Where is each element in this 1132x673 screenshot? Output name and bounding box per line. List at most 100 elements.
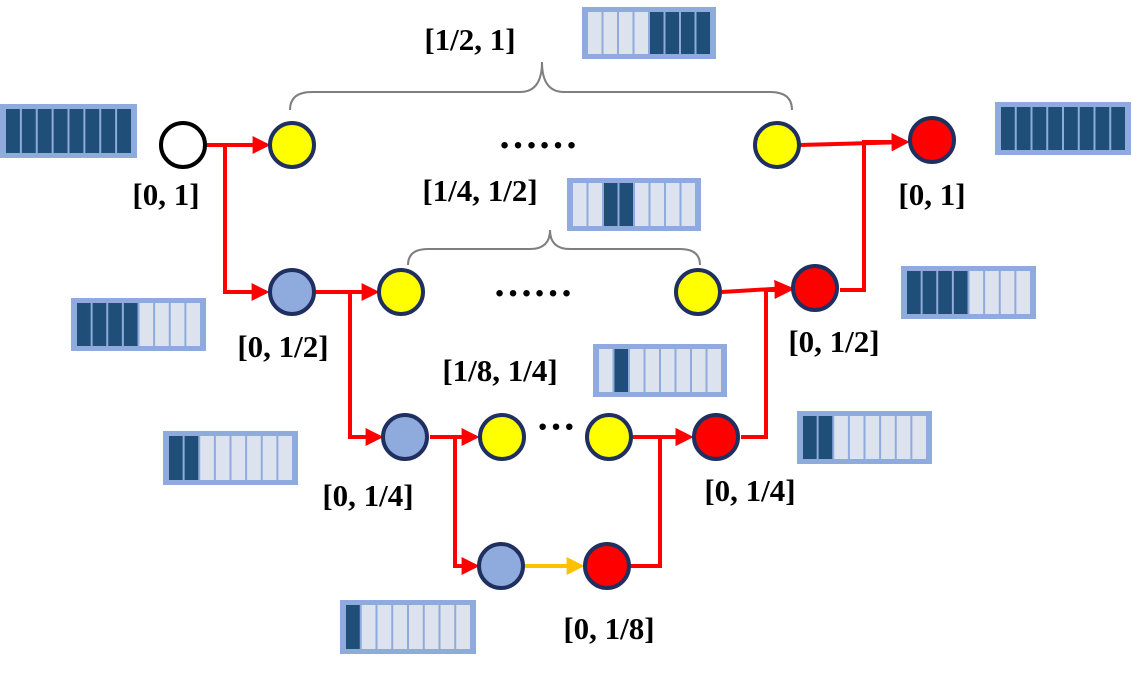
bar-cell-empty (200, 436, 214, 480)
bar-cell-filled (604, 183, 618, 226)
bar-frame (901, 266, 1036, 319)
bar-frame (797, 411, 932, 464)
bar-cell-filled (346, 605, 360, 649)
bar-cell-filled (818, 416, 833, 459)
bar-cell-filled (6, 109, 20, 153)
bar-cell-filled (650, 12, 664, 54)
bar-cell-empty (969, 271, 984, 314)
memory-bar-l2-left (71, 298, 206, 351)
l3-yellow-left-node (478, 413, 526, 461)
bar-cell-filled (1032, 107, 1047, 150)
bar-cell-empty (1000, 271, 1015, 314)
bar-cell-filled (1064, 107, 1078, 150)
bar-cell-filled (922, 271, 937, 314)
bar-cell-empty (692, 349, 706, 392)
memory-bar-l2-right (901, 266, 1036, 319)
memory-bar-l3-right (797, 411, 932, 464)
bar-cell-empty (707, 349, 721, 392)
label-bottom: [0, 1/8] (563, 611, 654, 646)
bar-frame (567, 178, 701, 231)
bar-frame (340, 600, 476, 654)
red-edges (206, 133, 910, 575)
bar-cell-empty (635, 183, 649, 226)
bar-cell-empty (619, 12, 633, 54)
nodes (159, 116, 956, 590)
bar-cell-filled (938, 271, 952, 314)
bar-cell-empty (155, 303, 169, 346)
bar-cell-filled (53, 109, 68, 153)
bar-cell-empty (278, 436, 292, 480)
bar-cell-filled (37, 109, 52, 153)
bar-cell-filled (665, 12, 679, 54)
bar-cell-empty (409, 605, 423, 649)
bar-cell-empty (424, 605, 439, 649)
bar-cell-filled (619, 183, 633, 226)
label-end: [0, 1] (898, 177, 965, 212)
bar-cell-empty (834, 416, 848, 459)
bar-cell-empty (849, 416, 864, 459)
top-yellow-left-node (268, 121, 316, 169)
bar-cell-filled (101, 109, 116, 153)
bar-cell-filled (92, 303, 107, 346)
memory-bar-mid-range (567, 178, 701, 231)
edge-l2-right-up (840, 133, 910, 292)
label-top-range: [1/2, 1] (424, 22, 515, 57)
bar-cell-empty (985, 271, 999, 314)
edge-l2-yellow-red (721, 279, 793, 298)
bar-cell-empty (681, 183, 695, 226)
bar-cell-filled (1111, 107, 1125, 150)
memory-bar-top-range (582, 7, 716, 59)
bar-cell-filled (108, 303, 122, 346)
bar-cell-empty (170, 303, 185, 346)
edge-start-down (223, 145, 270, 301)
bar-cell-filled (907, 271, 921, 314)
bar-cell-empty (262, 436, 277, 480)
bar-cell-filled (85, 109, 100, 153)
bar-cell-filled (21, 109, 36, 153)
bar-cell-empty (573, 183, 587, 226)
edge-l3-down (453, 437, 480, 575)
bar-cell-filled (696, 12, 710, 54)
l2-yellow-left-node (377, 268, 425, 316)
bar-cell-empty (650, 183, 664, 226)
edge-bottom-up (630, 428, 694, 568)
bar-cell-empty (661, 349, 675, 392)
bar-cell-empty (440, 605, 455, 649)
bar-cell-empty (361, 605, 376, 649)
bar-cell-filled (953, 271, 968, 314)
label-l3-right: [0, 1/4] (704, 473, 795, 508)
bar-cell-empty (588, 183, 602, 226)
label-l3-left: [0, 1/4] (322, 478, 413, 513)
bar-cell-empty (377, 605, 392, 649)
bar-cell-empty (881, 416, 895, 459)
start-node (159, 121, 207, 169)
bar-cell-filled (1048, 107, 1062, 150)
bar-cell-empty (456, 605, 470, 649)
bar-cell-empty (603, 12, 617, 54)
edge-l2-down (348, 292, 384, 446)
bar-cell-filled (69, 109, 84, 153)
ellipsis-mid: …… (493, 260, 573, 305)
bar-cell-empty (676, 349, 690, 392)
bar-cell-empty (139, 303, 154, 346)
bar-cell-filled (614, 349, 628, 392)
bar-cell-empty (1016, 271, 1030, 314)
bar-cell-empty (599, 349, 613, 392)
bar-cell-filled (184, 436, 199, 480)
bar-cell-empty (912, 416, 926, 459)
mid-brace (407, 229, 701, 266)
ellipsis-top: …… (498, 112, 578, 157)
bar-cell-filled (681, 12, 695, 54)
memory-bar-start (0, 104, 137, 158)
label-start: [0, 1] (132, 177, 199, 212)
l2-red-node (791, 264, 839, 312)
bar-cell-filled (1016, 107, 1031, 150)
label-l2-left: [0, 1/2] (237, 329, 328, 364)
bar-frame (71, 298, 206, 351)
bar-cell-empty (666, 183, 680, 226)
l3-yellow-right-node (585, 413, 633, 461)
bar-cell-filled (1001, 107, 1015, 150)
bar-cell-filled (117, 109, 131, 153)
bar-frame (593, 344, 727, 397)
l3-blue-node (381, 413, 429, 461)
